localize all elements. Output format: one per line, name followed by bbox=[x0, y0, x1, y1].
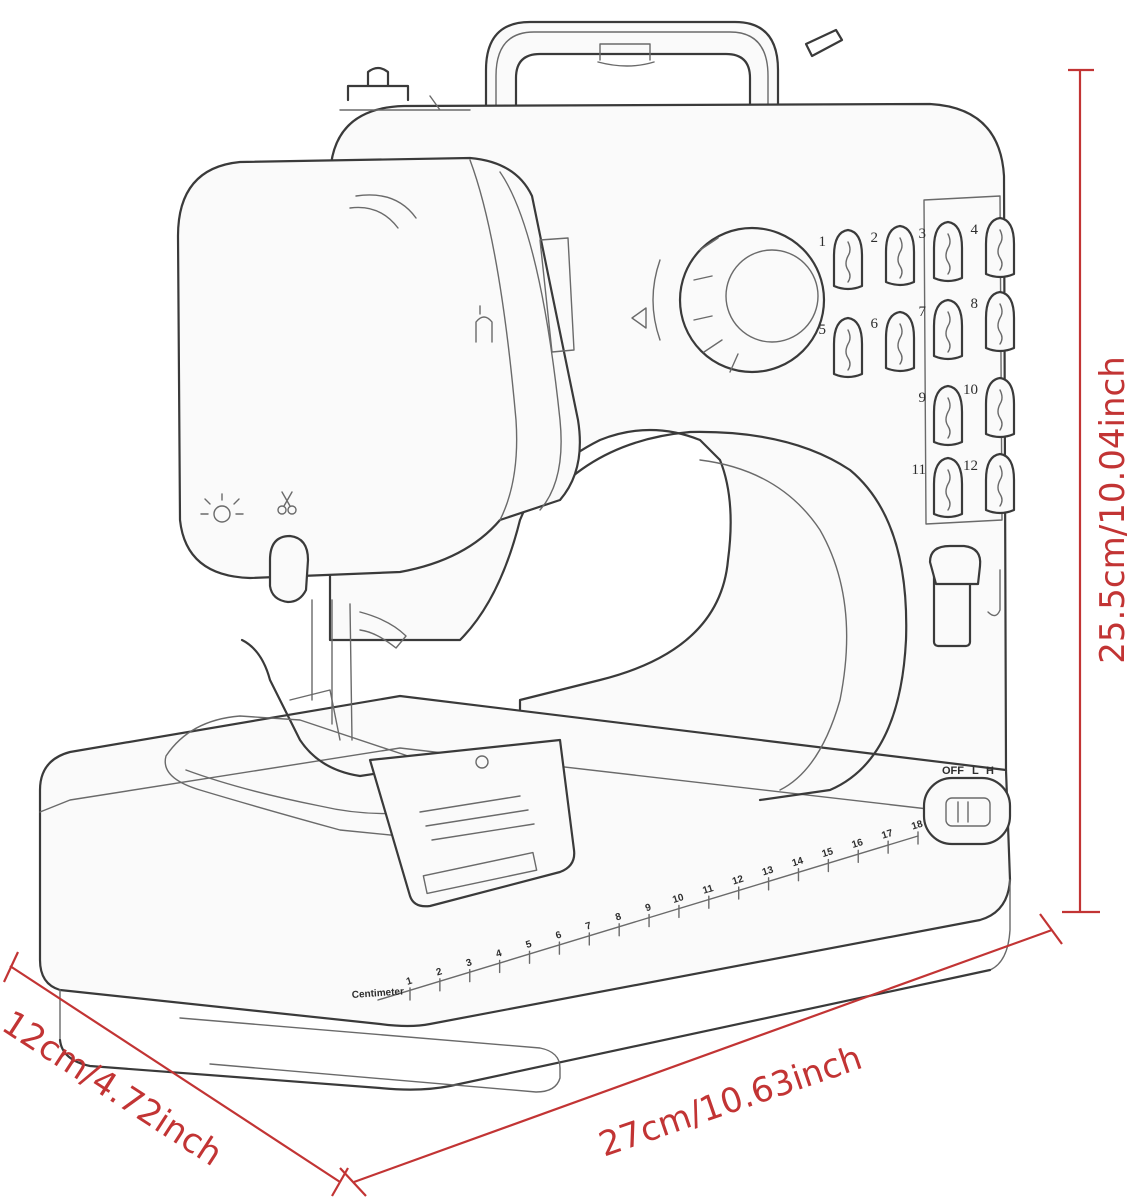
needle-assembly bbox=[240, 599, 407, 778]
stitch-button-3[interactable]: 3 bbox=[919, 220, 964, 283]
stitch-symbol-icon bbox=[845, 241, 851, 283]
ruler-tick-label: 6 bbox=[554, 930, 563, 942]
stitch-number: 6 bbox=[871, 316, 879, 332]
ruler-tick-label: 13 bbox=[761, 864, 775, 878]
stitch-number: 11 bbox=[912, 462, 926, 478]
stitch-button-6[interactable]: 6 bbox=[871, 310, 916, 373]
stitch-button-2[interactable]: 2 bbox=[871, 224, 916, 287]
stitch-symbol-icon bbox=[897, 323, 903, 365]
sewing-machine-outline bbox=[38, 20, 1012, 1093]
stitch-dial-icon[interactable] bbox=[631, 226, 826, 374]
dimension-height: 25.5cm/10.04inch bbox=[1062, 68, 1133, 914]
stitch-symbol-icon bbox=[945, 311, 951, 353]
depth-label: 12cm/4.72inch bbox=[0, 1003, 229, 1175]
bobbin-cover bbox=[368, 738, 576, 908]
stitch-symbol-icon bbox=[997, 389, 1003, 431]
stitch-number: 2 bbox=[871, 230, 879, 246]
thread-cutter bbox=[268, 534, 310, 604]
stitch-number: 7 bbox=[919, 304, 927, 320]
stitch-symbol-icon bbox=[997, 229, 1003, 271]
stitch-symbol-icon bbox=[897, 237, 903, 279]
stitch-number: 5 bbox=[819, 322, 827, 338]
stitch-button-7[interactable]: 7 bbox=[919, 298, 964, 361]
ruler-tick-label: 1 bbox=[405, 975, 414, 987]
switch-off-label: OFF bbox=[942, 765, 964, 777]
switch-low-label: L bbox=[972, 765, 979, 777]
ruler-tick-label: 5 bbox=[525, 939, 534, 951]
ruler-tick-label: 11 bbox=[701, 883, 715, 897]
ruler-tick-label: 15 bbox=[821, 846, 835, 860]
ruler-unit-label: Centimeter bbox=[351, 986, 404, 1001]
ruler-tick-label: 12 bbox=[731, 874, 745, 888]
stitch-button-1[interactable]: 1 bbox=[819, 228, 864, 291]
ruler-tick-label: 16 bbox=[851, 837, 865, 851]
stitch-number: 4 bbox=[971, 222, 979, 238]
stitch-number: 9 bbox=[919, 390, 927, 406]
stitch-symbol-icon bbox=[997, 303, 1003, 345]
carry-handle bbox=[484, 20, 780, 152]
stitch-button-12[interactable]: 12 bbox=[963, 452, 1016, 515]
stitch-symbol-icon bbox=[945, 233, 951, 275]
ruler-tick-label: 18 bbox=[910, 819, 924, 833]
light-icon bbox=[200, 493, 244, 523]
stitch-symbol-icon bbox=[997, 465, 1003, 507]
thread-spool-icon bbox=[346, 66, 410, 102]
ruler-tick-label: 7 bbox=[584, 920, 593, 932]
stitch-button-4[interactable]: 4 bbox=[971, 216, 1016, 279]
stitch-number: 1 bbox=[819, 234, 827, 250]
scissors-icon bbox=[277, 491, 297, 515]
stitch-symbol-icon bbox=[945, 469, 951, 511]
ruler-tick-label: 4 bbox=[495, 948, 504, 960]
stitch-button-9[interactable]: 9 bbox=[919, 384, 964, 447]
ruler-tick-label: 14 bbox=[791, 855, 805, 869]
ruler-tick-label: 17 bbox=[880, 828, 894, 842]
stitch-number: 10 bbox=[963, 382, 978, 398]
height-label: 25.5cm/10.04inch bbox=[1093, 356, 1133, 664]
ruler-tick-label: 3 bbox=[465, 957, 474, 969]
ruler-tick-label: 10 bbox=[671, 892, 685, 906]
stitch-button-8[interactable]: 8 bbox=[971, 290, 1016, 353]
width-label: 27cm/10.63inch bbox=[594, 1038, 867, 1165]
stitch-button-11[interactable]: 11 bbox=[912, 456, 964, 519]
power-switch[interactable] bbox=[922, 776, 1012, 846]
stitch-number: 8 bbox=[971, 296, 979, 312]
stitch-number: 12 bbox=[963, 458, 978, 474]
stitch-number: 3 bbox=[919, 226, 927, 242]
reverse-lever[interactable] bbox=[928, 544, 1001, 648]
stitch-symbol-icon bbox=[945, 397, 951, 439]
ruler-tick-label: 8 bbox=[614, 911, 623, 923]
hand-wheel bbox=[599, 43, 651, 61]
stitch-button-10[interactable]: 10 bbox=[963, 376, 1016, 439]
ruler-tick-label: 9 bbox=[644, 902, 653, 914]
ruler-tick-label: 2 bbox=[435, 966, 444, 978]
stitch-button-5[interactable]: 5 bbox=[819, 316, 864, 379]
accessory-drawer bbox=[179, 1017, 561, 1093]
switch-high-label: H bbox=[986, 765, 994, 777]
stitch-symbol-icon bbox=[845, 329, 851, 371]
machine-head bbox=[176, 156, 581, 580]
